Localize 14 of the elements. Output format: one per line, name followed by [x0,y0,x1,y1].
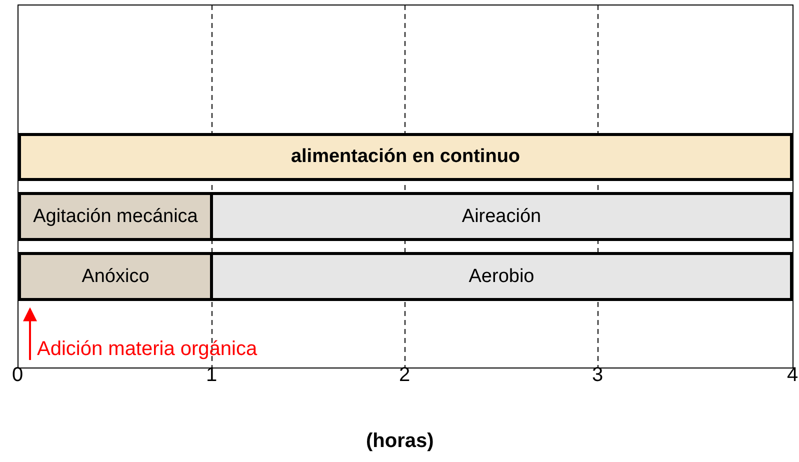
phase-label: Agitación mecánica [33,206,198,228]
annotation-text: Adición materia orgánica [37,338,258,361]
phase-bar [18,192,213,241]
axis-title: (horas) [366,430,434,453]
phase-bar [210,252,793,301]
phase-bar [18,133,793,181]
phase-bar [18,252,213,301]
tick-label: 4 [787,364,798,387]
phase-label: Aireación [462,206,542,228]
arrow [23,307,37,360]
phase-label: Aerobio [468,266,534,288]
phase-bar [210,192,793,241]
phase-label: Anóxico [82,266,150,288]
phase-label: alimentación en continuo [290,146,520,168]
